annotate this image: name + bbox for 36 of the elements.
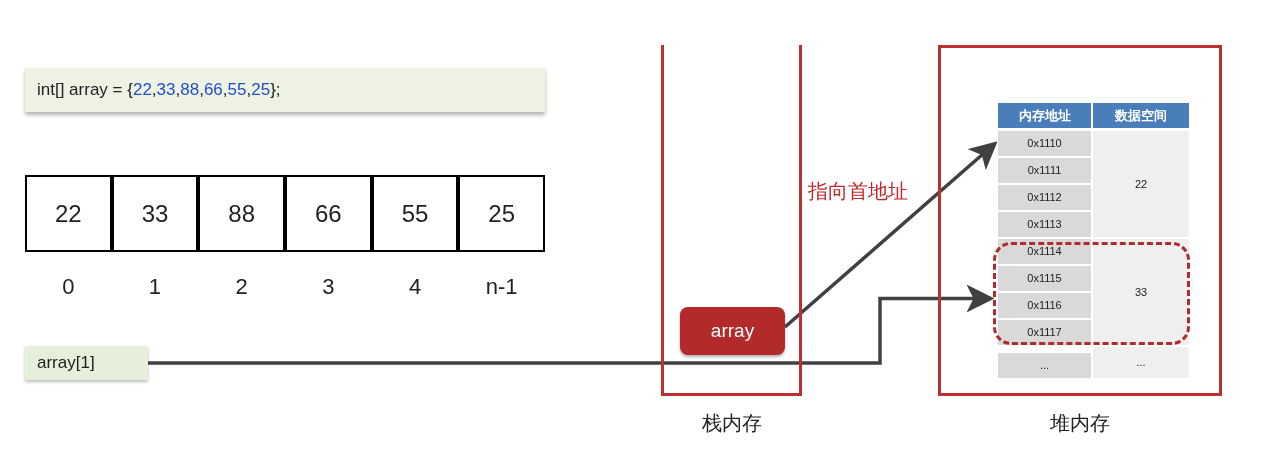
data-cell: 33 [1092, 238, 1190, 346]
address-cell: ... [997, 352, 1092, 379]
array-cell: 22 [25, 175, 112, 252]
array-cell: 55 [371, 175, 459, 252]
index-label: 1 [147, 273, 163, 301]
index-label: 3 [321, 273, 336, 301]
address-cell: 0x1112 [997, 184, 1092, 211]
address-cell: 0x1114 [997, 238, 1092, 265]
address-cell: 0x1113 [997, 211, 1092, 238]
region-caption: 栈内存 [700, 411, 763, 436]
table-header-cell: 内存地址 [997, 102, 1092, 129]
stack-memory-box [661, 45, 802, 396]
index-label: 2 [234, 273, 249, 301]
edge-label: 指向首地址 [808, 179, 908, 204]
address-cell: 0x1111 [997, 157, 1092, 184]
code-text: int[] array = {22,33,88,66,55,25}; [37, 79, 281, 102]
index-label: n-1 [484, 273, 519, 301]
region-caption: 堆内存 [1049, 411, 1111, 436]
code-box: array[1] [25, 346, 148, 380]
array-cell: 88 [198, 175, 285, 252]
address-cell: 0x1110 [997, 130, 1092, 157]
address-cell: 0x1116 [997, 292, 1092, 319]
address-cell: 0x1115 [997, 265, 1092, 292]
data-cell: ... [1092, 346, 1190, 379]
index-label: 4 [407, 273, 423, 301]
array-cell: 33 [111, 175, 199, 252]
variable-box: array [680, 307, 785, 355]
array-cell: 66 [285, 175, 372, 252]
arrow [148, 284, 995, 365]
heap-memory-box [938, 45, 1222, 396]
arrow [783, 141, 998, 329]
array-cell: 25 [458, 175, 545, 252]
table-header-cell: 数据空间 [1092, 102, 1190, 129]
data-cell: 22 [1092, 130, 1190, 238]
address-cell: 0x1117 [997, 319, 1092, 346]
index-label: 0 [61, 273, 76, 301]
